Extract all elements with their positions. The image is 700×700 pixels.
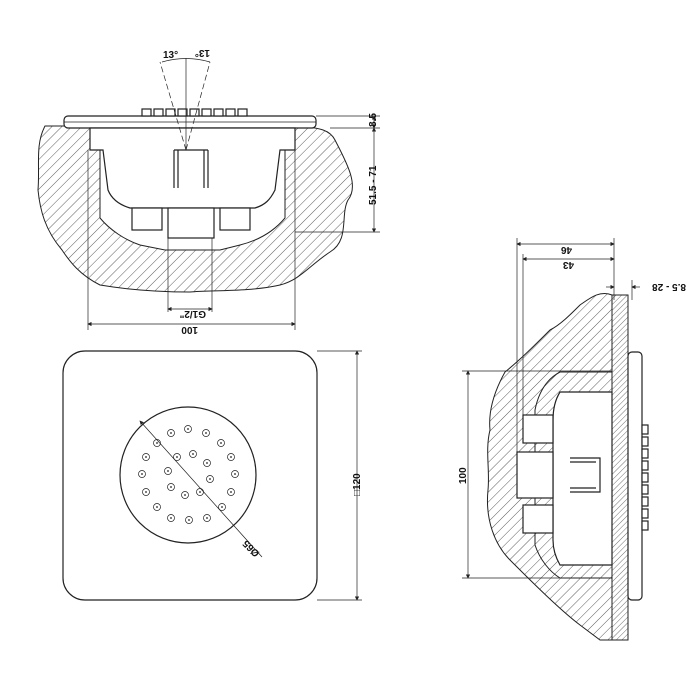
nozzle	[641, 520, 649, 531]
nozzle	[177, 108, 188, 117]
spray-hole-center	[192, 453, 194, 455]
spray-hole	[227, 488, 235, 496]
spray-hole-center	[230, 456, 232, 458]
spray-hole-center	[170, 517, 172, 519]
side-nozzles	[641, 424, 649, 531]
nozzle	[641, 448, 649, 459]
front-section-view: 13° 13° 8.5 51.5 - 71 G1/2" 100	[37, 47, 380, 335]
side-section-view: 46 43 8.5 - 28 100	[458, 238, 686, 641]
spray-hole	[167, 429, 175, 437]
spray-hole	[184, 425, 192, 433]
spray-hole	[164, 467, 172, 475]
spray-hole	[203, 514, 211, 522]
spray-hole	[138, 470, 146, 478]
nozzle	[641, 460, 649, 471]
spray-hole-center	[156, 442, 158, 444]
nozzle	[165, 108, 176, 117]
nozzle	[237, 108, 248, 117]
spray-hole-center	[221, 506, 223, 508]
spray-hole-center	[230, 491, 232, 493]
spray-hole	[167, 483, 175, 491]
spray-hole	[206, 475, 214, 483]
spray-hole-center	[170, 432, 172, 434]
nozzle	[641, 496, 649, 507]
spray-hole	[217, 439, 225, 447]
valve-body	[89, 127, 296, 209]
wall-finish-range-label: 8.5 - 28	[652, 281, 686, 292]
body-width-label: 100	[181, 324, 198, 335]
tile-layer	[611, 294, 629, 641]
spray-hole	[181, 491, 189, 499]
spray-hole	[227, 453, 235, 461]
side-flange	[627, 351, 643, 601]
spray-hole	[202, 429, 210, 437]
nozzle	[641, 424, 649, 435]
plate-size-label: □120	[352, 473, 363, 496]
spray-hole	[142, 453, 150, 461]
spray-hole-center	[209, 478, 211, 480]
nozzle	[641, 508, 649, 519]
cover-plate	[62, 350, 318, 601]
nozzle	[153, 108, 164, 117]
wall-hatch	[37, 125, 353, 293]
nozzle	[641, 484, 649, 495]
nozzle	[213, 108, 224, 117]
spray-hole-center	[156, 506, 158, 508]
spray-hole	[153, 503, 161, 511]
spray-hole	[189, 450, 197, 458]
spray-hole-center	[188, 519, 190, 521]
angle-left-label: 13°	[163, 50, 178, 61]
spray-hole-center	[187, 428, 189, 430]
spray-hole-center	[141, 473, 143, 475]
spray-hole	[142, 488, 150, 496]
nozzle	[141, 108, 152, 117]
nozzle	[201, 108, 212, 117]
spray-hole	[203, 459, 211, 467]
spray-hole-center	[145, 491, 147, 493]
overall-depth-label: 46	[560, 244, 572, 255]
spray-hole	[218, 503, 226, 511]
spray-hole-center	[167, 470, 169, 472]
nozzle	[641, 436, 649, 447]
nozzle-row	[141, 108, 248, 117]
spray-hole	[173, 453, 181, 461]
spray-hole-center	[220, 442, 222, 444]
spray-hole-center	[176, 456, 178, 458]
flange-thickness-label: 8.5	[368, 113, 379, 127]
side-body	[552, 391, 613, 566]
plan-view: Ø65 □120	[62, 350, 363, 601]
nozzle	[189, 108, 200, 117]
spray-holes	[138, 425, 239, 524]
spray-hole-center	[206, 462, 208, 464]
spray-hole	[167, 514, 175, 522]
spray-face	[119, 406, 257, 544]
body-height-label: 100	[458, 467, 469, 484]
spray-hole	[231, 470, 239, 478]
spray-diameter-label: Ø65	[241, 537, 262, 558]
spray-hole-center	[184, 494, 186, 496]
nozzle	[641, 472, 649, 483]
body-depth-label: 43	[562, 259, 574, 270]
nozzle	[225, 108, 236, 117]
spray-hole-center	[145, 456, 147, 458]
spray-hole-center	[206, 517, 208, 519]
thread-size-label: G1/2"	[179, 308, 206, 319]
spray-hole-center	[234, 473, 236, 475]
spray-hole-center	[205, 432, 207, 434]
spray-hole-center	[199, 491, 201, 493]
spray-hole	[185, 516, 193, 524]
angle-right-label: 13°	[195, 47, 210, 58]
install-depth-label: 51.5 - 71	[368, 165, 379, 205]
spray-hole-center	[170, 486, 172, 488]
